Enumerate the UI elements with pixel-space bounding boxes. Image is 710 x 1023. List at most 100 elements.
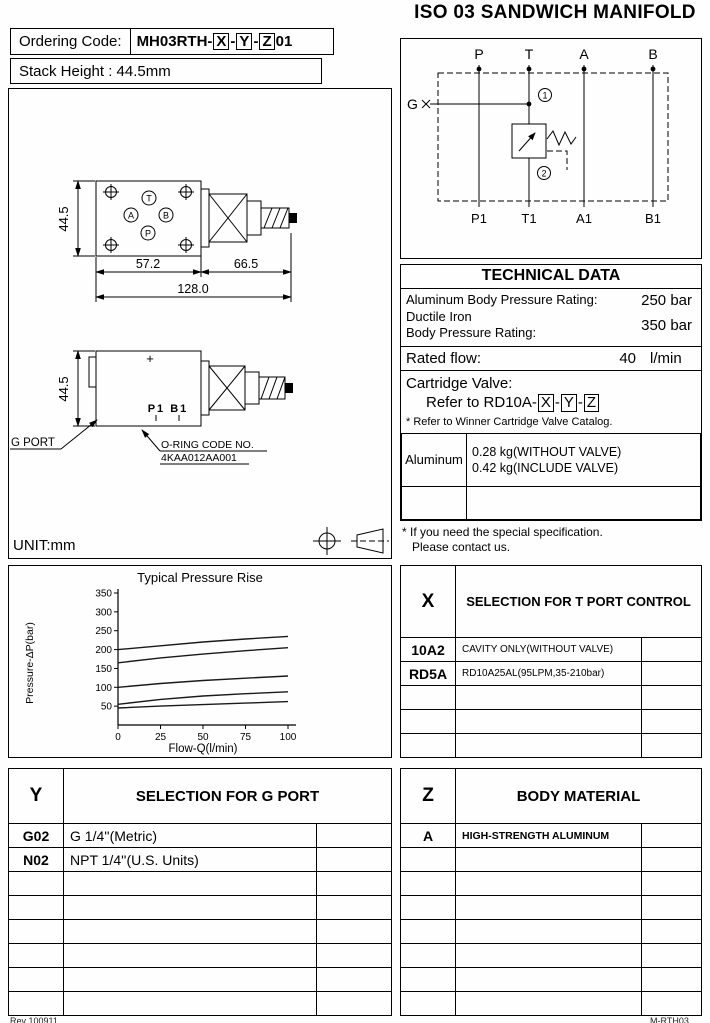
port-lines — [476, 65, 656, 207]
code-z: Z — [259, 32, 275, 51]
svg-text:O-RING CODE NO.: O-RING CODE NO. — [161, 439, 254, 451]
dim-widths: 57.2 66.5 128.0 — [95, 233, 292, 302]
port-label-t1: T1 — [521, 211, 536, 226]
port-b-marker: B — [158, 207, 174, 223]
projection-target-icon — [313, 527, 341, 555]
port-label-a: A — [579, 46, 589, 62]
table-row: RD5A RD10A25AL(95LPM,35-210bar) — [400, 661, 703, 686]
empty-cell — [63, 967, 317, 992]
pressure-label: Aluminum Body Pressure Rating: — [406, 292, 598, 308]
svg-text:0: 0 — [115, 732, 121, 743]
empty-cell — [455, 943, 642, 968]
empty-cell — [400, 895, 456, 920]
chart-series-curve-200bar — [117, 635, 289, 651]
desc-cell: RD10A25AL(95LPM,35-210bar) — [455, 661, 642, 686]
empty-cell — [63, 943, 317, 968]
empty-cell — [316, 919, 392, 944]
empty-cell — [400, 733, 456, 758]
table-row-empty — [8, 895, 392, 920]
table-row-empty — [400, 895, 702, 920]
pressure-label-line2: Body Pressure Rating: — [406, 325, 537, 341]
table-row-empty — [400, 709, 703, 734]
empty-cell — [455, 685, 642, 710]
port-label-p1: P1 — [471, 211, 487, 226]
empty-cell — [641, 943, 702, 968]
code-cell: A — [400, 823, 456, 848]
footnote-line2: Please contact us. — [412, 540, 511, 554]
chart-series-curve-170bar — [117, 647, 289, 664]
callout-1-number: 1 — [542, 91, 547, 101]
dim-66-5: 66.5 — [234, 257, 258, 271]
relief-valve-symbol — [511, 123, 577, 170]
dim-128-0: 128.0 — [177, 282, 208, 296]
empty-cell — [316, 871, 392, 896]
technical-data-title: TECHNICAL DATA — [401, 265, 701, 289]
empty-cell — [640, 637, 703, 662]
empty-cell — [316, 847, 392, 872]
empty-cell — [316, 823, 392, 848]
bolt-hole-icon — [178, 184, 194, 200]
empty-cell — [8, 943, 64, 968]
weight-table: Aluminum 0.28 kg(WITHOUT VALVE) 0.42 kg(… — [401, 432, 701, 520]
cartridge-refer-prefix: Refer to RD10A- — [426, 394, 537, 411]
code-dash: - — [253, 33, 259, 50]
selection-table-z: Z BODY MATERIAL A HIGH-STRENGTH ALUMINUM — [400, 768, 702, 1016]
pressure-value: 350 bar — [641, 316, 692, 334]
svg-text:300: 300 — [95, 607, 112, 618]
empty-cell — [466, 486, 701, 520]
pressure-rise-chart: Typical Pressure Rise Pressure-ΔP(bar) F… — [8, 565, 392, 758]
empty-cell — [316, 895, 392, 920]
svg-text:T: T — [146, 194, 152, 204]
chart-series-curve-50bar — [117, 700, 289, 709]
rated-flow-label: Rated flow: — [406, 349, 482, 367]
pressure-label-line1: Ductile Iron — [406, 309, 472, 324]
weight-row-empty — [401, 486, 701, 520]
svg-text:350: 350 — [95, 589, 112, 600]
empty-cell — [455, 967, 642, 992]
table-z-title: BODY MATERIAL — [455, 768, 702, 824]
port-p-marker: P — [140, 225, 156, 241]
schematic-drawing: 1 2 G P T A B P1 T1 A1 B1 — [407, 46, 669, 226]
code-prefix: MH03RTH- — [136, 33, 213, 50]
desc-cell: CAVITY ONLY(WITHOUT VALVE) — [455, 637, 642, 662]
port-label-t: T — [525, 46, 534, 62]
pressure-rating-section: Aluminum Body Pressure Rating: 250 bar D… — [401, 289, 701, 347]
table-row-empty — [8, 967, 392, 992]
empty-cell — [8, 991, 64, 1016]
code-cell: 10A2 — [400, 637, 456, 662]
svg-text:200: 200 — [95, 645, 112, 656]
g-pilot-line — [421, 99, 532, 109]
empty-cell — [641, 847, 702, 872]
port-label-b: B — [648, 46, 657, 62]
document-number: M-RTH03 — [650, 1016, 689, 1023]
code-cell: RD5A — [400, 661, 456, 686]
empty-cell — [63, 919, 317, 944]
table-row-empty — [8, 943, 392, 968]
table-x-key: X — [400, 565, 456, 638]
table-row-empty — [8, 991, 392, 1016]
svg-text:100: 100 — [280, 732, 297, 743]
plus-mark: + — [146, 351, 154, 366]
cartridge-code-x: X — [537, 394, 554, 412]
desc-cell: G 1/4''(Metric) — [63, 823, 317, 848]
svg-text:50: 50 — [101, 702, 113, 713]
svg-text:B: B — [163, 211, 169, 221]
table-row-empty — [400, 967, 702, 992]
callout-2: 2 — [537, 166, 551, 180]
empty-cell — [455, 919, 642, 944]
empty-cell — [8, 919, 64, 944]
chart-series-curve-60bar — [117, 691, 289, 705]
callout-1: 1 — [538, 88, 552, 102]
empty-cell — [640, 685, 703, 710]
weight-material: Aluminum — [401, 432, 467, 488]
top-view-drawing: T A B P — [56, 180, 297, 302]
empty-cell — [400, 967, 456, 992]
svg-text:G PORT: G PORT — [11, 437, 55, 449]
weight-without-valve: 0.28 kg(WITHOUT VALVE) — [472, 444, 622, 459]
table-z-key: Z — [400, 768, 456, 824]
empty-cell — [641, 919, 702, 944]
empty-cell — [400, 919, 456, 944]
port-label-b1: B1 — [645, 211, 661, 226]
dim-44-5-top: 44.5 — [56, 180, 95, 257]
